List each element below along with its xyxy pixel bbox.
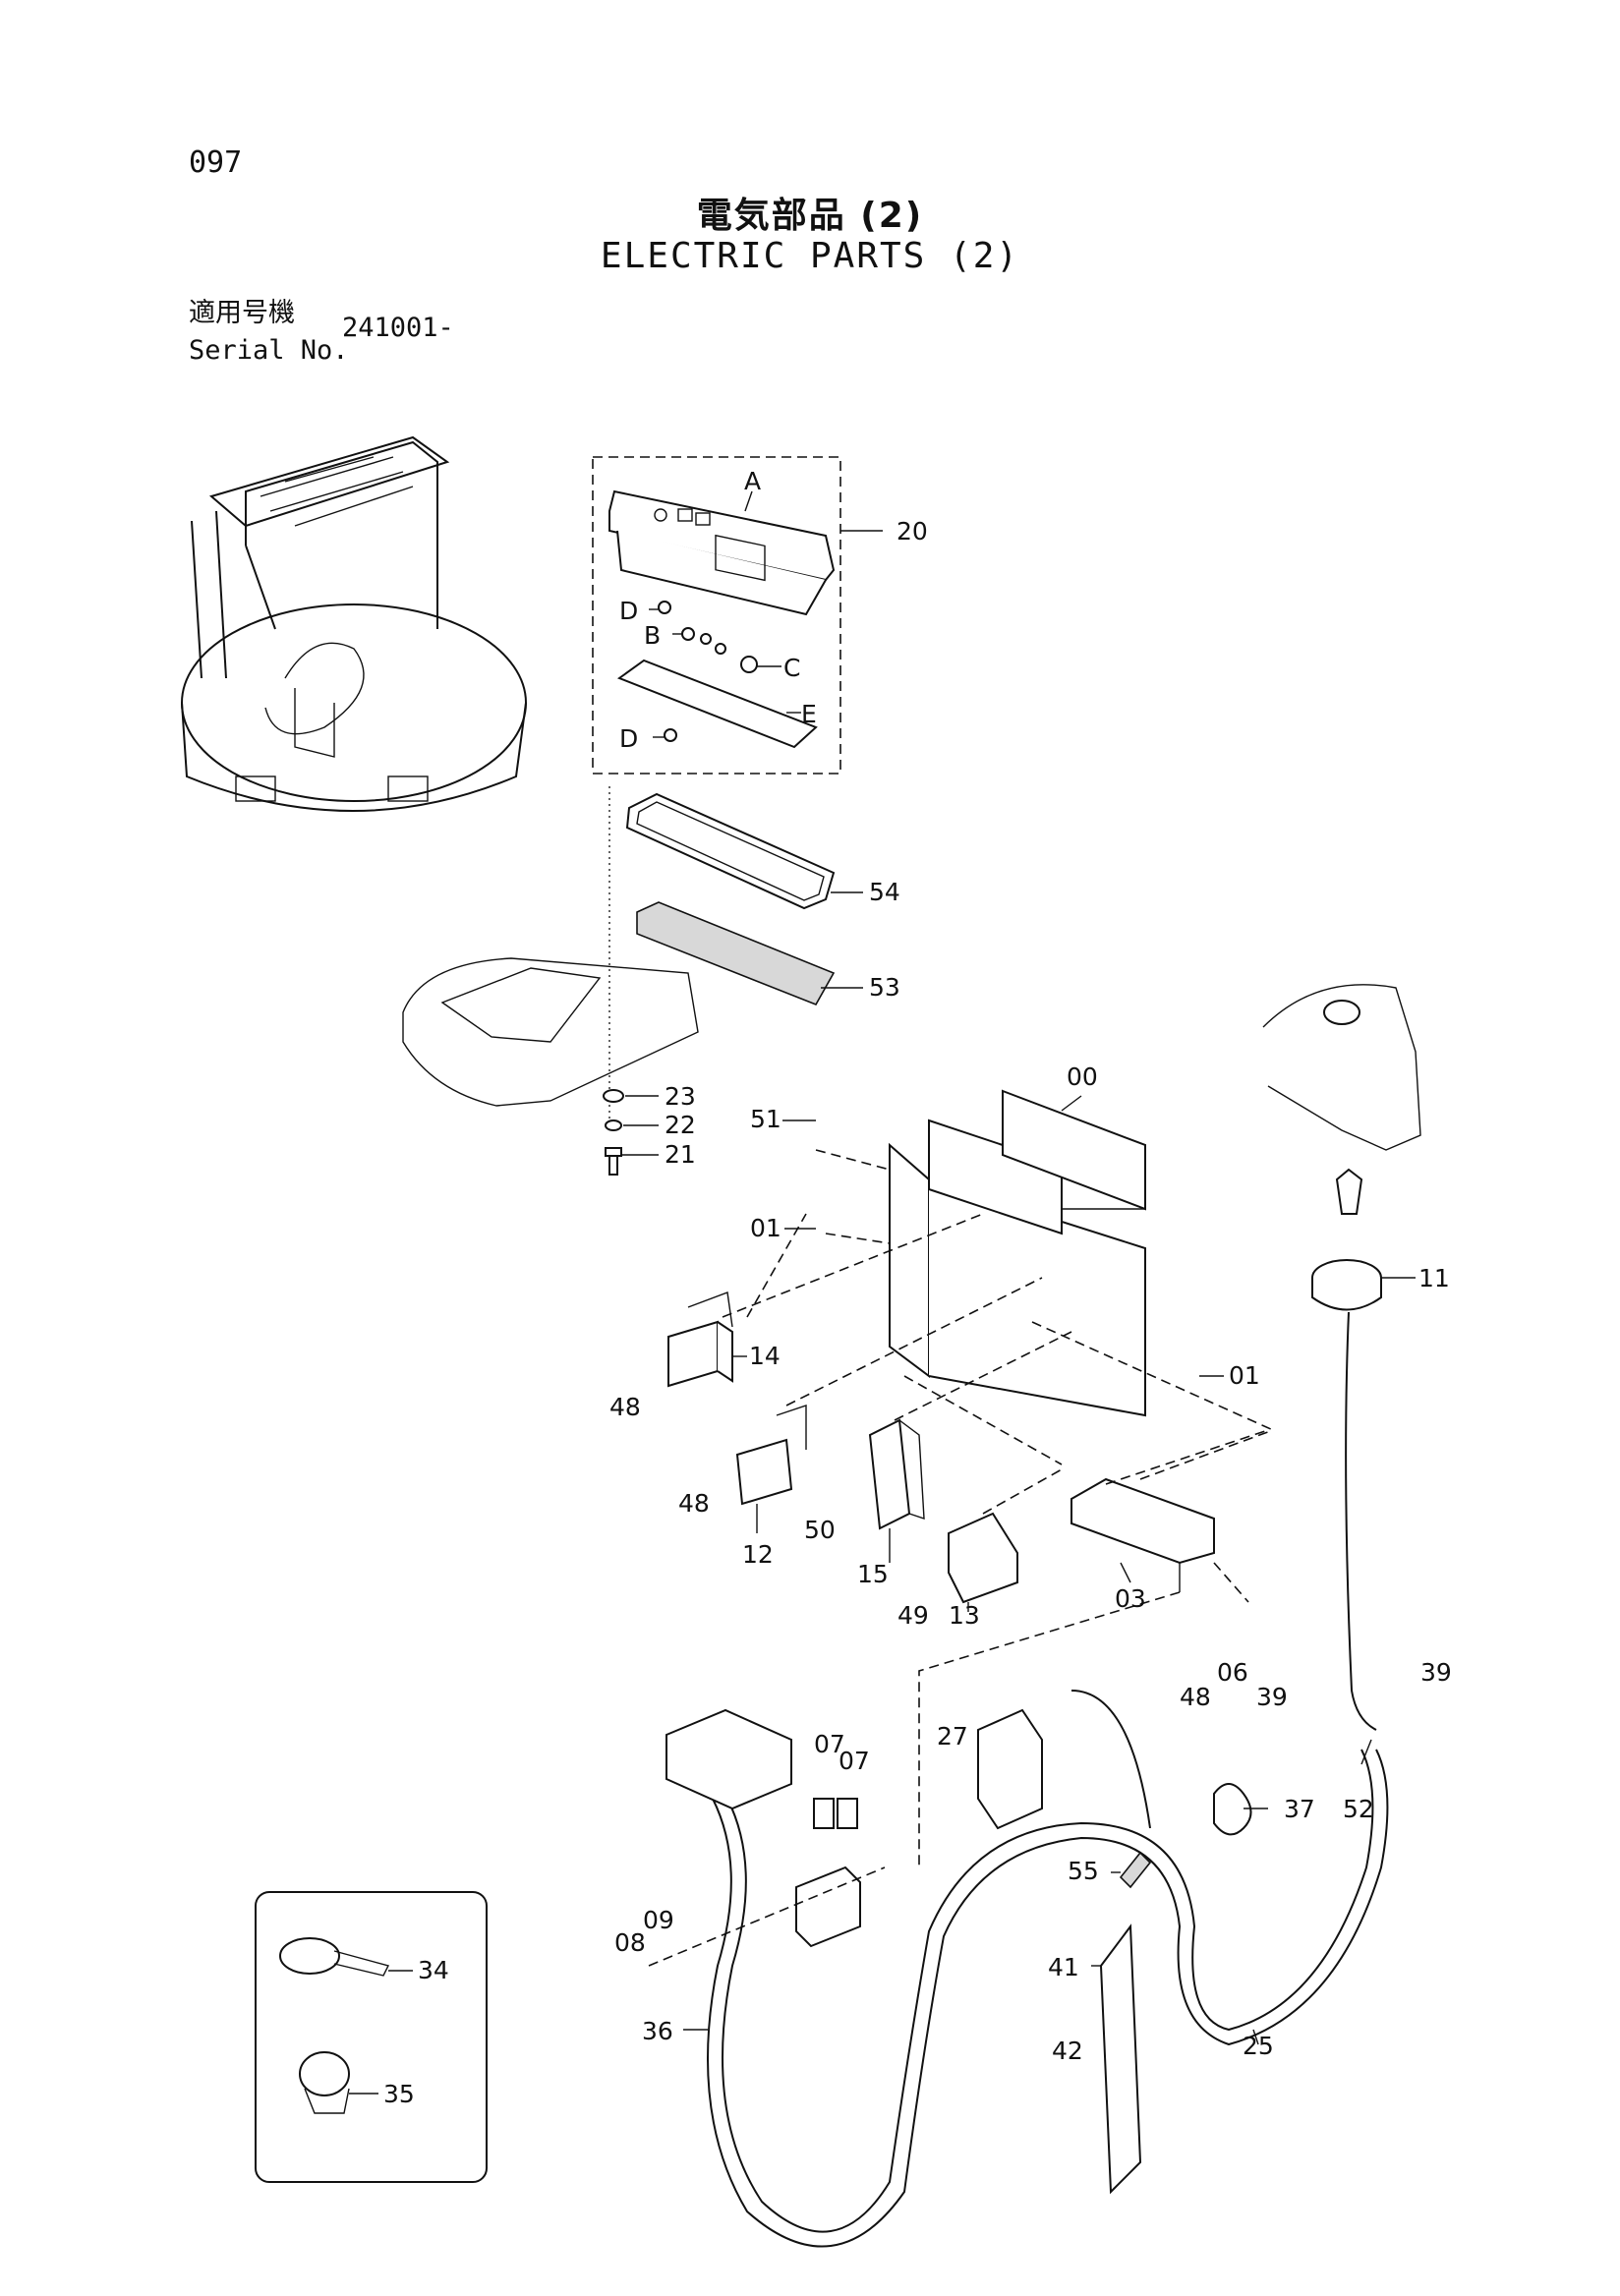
cab-corner-illustration: [1262, 984, 1421, 1151]
callout-15: 15: [857, 1560, 889, 1588]
callout-labels: A D B C E D 20 54 53 23 22 21 51 00 01 0…: [383, 467, 1452, 2108]
callout-20: 20: [897, 517, 928, 545]
callout-50: 50: [804, 1516, 836, 1544]
pad-55: [1119, 1851, 1152, 1889]
callout-A: A: [744, 467, 761, 495]
callout-11: 11: [1418, 1264, 1450, 1292]
callout-14: 14: [749, 1342, 781, 1370]
bolt-21: [605, 1147, 622, 1176]
gasket-54: [625, 792, 836, 910]
bracket-03: [1070, 1477, 1215, 1592]
callout-53: 53: [869, 973, 900, 1002]
callout-E: E: [801, 700, 817, 728]
callout-48-middle: 48: [678, 1489, 710, 1518]
screws-B-C-D: [658, 601, 758, 742]
title-english: ELECTRIC PARTS (2): [600, 236, 1020, 276]
relay-12: [735, 1405, 807, 1506]
callout-54: 54: [869, 878, 900, 906]
callout-D-upper: D: [619, 597, 638, 625]
assembly-dash-lines: [648, 1149, 1274, 1967]
callout-01-left: 01: [750, 1214, 781, 1242]
inset-box-34-35: [255, 1891, 488, 2183]
cable-tie-34: [279, 1937, 340, 1975]
bracket-41: [1099, 1923, 1142, 2195]
callout-49: 49: [897, 1601, 929, 1630]
callout-36: 36: [642, 2017, 673, 2045]
callout-35: 35: [383, 2080, 415, 2108]
lock-washer-22: [605, 1119, 622, 1131]
callout-55: 55: [1068, 1857, 1099, 1885]
callout-D-lower: D: [619, 724, 638, 753]
washer-23: [603, 1089, 624, 1103]
serial-label-english: Serial No.: [189, 335, 349, 366]
console-frame: [402, 957, 699, 1107]
callout-52: 52: [1343, 1795, 1374, 1823]
clip-35: [299, 2051, 350, 2096]
clamp-37: [1213, 1783, 1252, 1836]
controller-27: [977, 1708, 1043, 1830]
flasher-15: [868, 1418, 925, 1530]
callout-B: B: [644, 621, 661, 650]
unit-13: [948, 1512, 1018, 1604]
callout-00: 00: [1067, 1062, 1098, 1091]
callout-01-right: 01: [1229, 1361, 1260, 1390]
leader-lines: [349, 490, 1416, 2095]
callout-27: 27: [937, 1722, 968, 1751]
callout-48-upper: 48: [609, 1393, 641, 1421]
callout-48-lower: 48: [1180, 1683, 1211, 1711]
callout-03: 03: [1115, 1584, 1146, 1613]
machine-overview-illustration: [181, 435, 527, 812]
monitor-panel-A: [608, 489, 836, 616]
callout-07-left: 07: [814, 1730, 845, 1758]
callout-C: C: [783, 654, 800, 682]
callout-25: 25: [1243, 2032, 1274, 2060]
relay-holder: [795, 1866, 861, 1948]
callout-07-right: 07: [839, 1747, 870, 1775]
callout-21: 21: [665, 1140, 696, 1169]
serial-label-japanese: 適用号機: [189, 298, 295, 328]
callout-08: 08: [614, 1928, 646, 1957]
callout-12: 12: [742, 1540, 774, 1569]
relay-14: [667, 1292, 733, 1388]
key-switch-11: [1311, 1168, 1382, 1311]
callout-22: 22: [665, 1111, 696, 1139]
main-harness-25: [707, 1690, 1389, 2248]
callout-13: 13: [949, 1601, 980, 1630]
callout-37: 37: [1284, 1795, 1315, 1823]
callout-41: 41: [1048, 1953, 1079, 1981]
callout-51: 51: [750, 1105, 781, 1133]
callout-39-left: 39: [1256, 1683, 1288, 1711]
cover-plate-E: [616, 659, 818, 749]
callout-23: 23: [665, 1082, 696, 1111]
page-number: 097: [189, 145, 243, 180]
callout-06: 06: [1217, 1658, 1248, 1687]
bracket-00: [889, 1089, 1146, 1417]
switch-lead: [1345, 1311, 1377, 1731]
serial-label: 適用号機 Serial No.: [189, 295, 349, 370]
callout-42: 42: [1052, 2037, 1083, 2065]
serial-number: 241001-: [342, 313, 454, 343]
callout-34: 34: [418, 1956, 449, 1984]
mat-53: [636, 901, 836, 1006]
callout-39-right: 39: [1420, 1658, 1452, 1687]
harness-connector-box: [665, 1708, 792, 1810]
callout-09: 09: [643, 1906, 674, 1934]
relays-07: [813, 1798, 858, 1829]
title-japanese: 電気部品 (2): [696, 196, 924, 236]
